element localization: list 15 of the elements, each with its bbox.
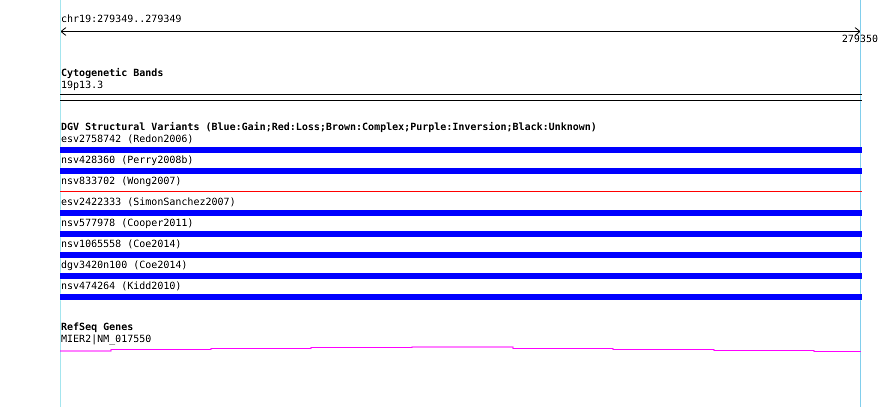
band-label: 19p13.3	[61, 80, 104, 92]
track-title: DGV Structural Variants (Blue:Gain;Red:Loss;Brown:Complex;Purple:Inversion;Black:Unknown)	[61, 122, 597, 134]
variant-label: nsv474264 (Kidd2010)	[61, 281, 182, 293]
variant-label: esv2758742 (Redon2006)	[61, 134, 194, 146]
variant-label: esv2422333 (SimonSanchez2007)	[61, 197, 236, 209]
track-title: Cytogenetic Bands	[61, 68, 164, 80]
variant-label: nsv428360 (Perry2008b)	[61, 155, 194, 167]
variant-label: nsv577978 (Cooper2011)	[61, 218, 194, 230]
coordinate-label: chr19:279349..279349	[61, 14, 182, 26]
track-title: RefSeq Genes	[61, 322, 134, 334]
gene-label: MIER2|NM_017550	[61, 334, 152, 346]
coordinate-label: 279350	[842, 34, 878, 46]
variant-label: dgv3420n100 (Coe2014)	[61, 260, 188, 272]
variant-label: nsv833702 (Wong2007)	[61, 176, 182, 188]
variant-label: nsv1065558 (Coe2014)	[61, 239, 182, 251]
